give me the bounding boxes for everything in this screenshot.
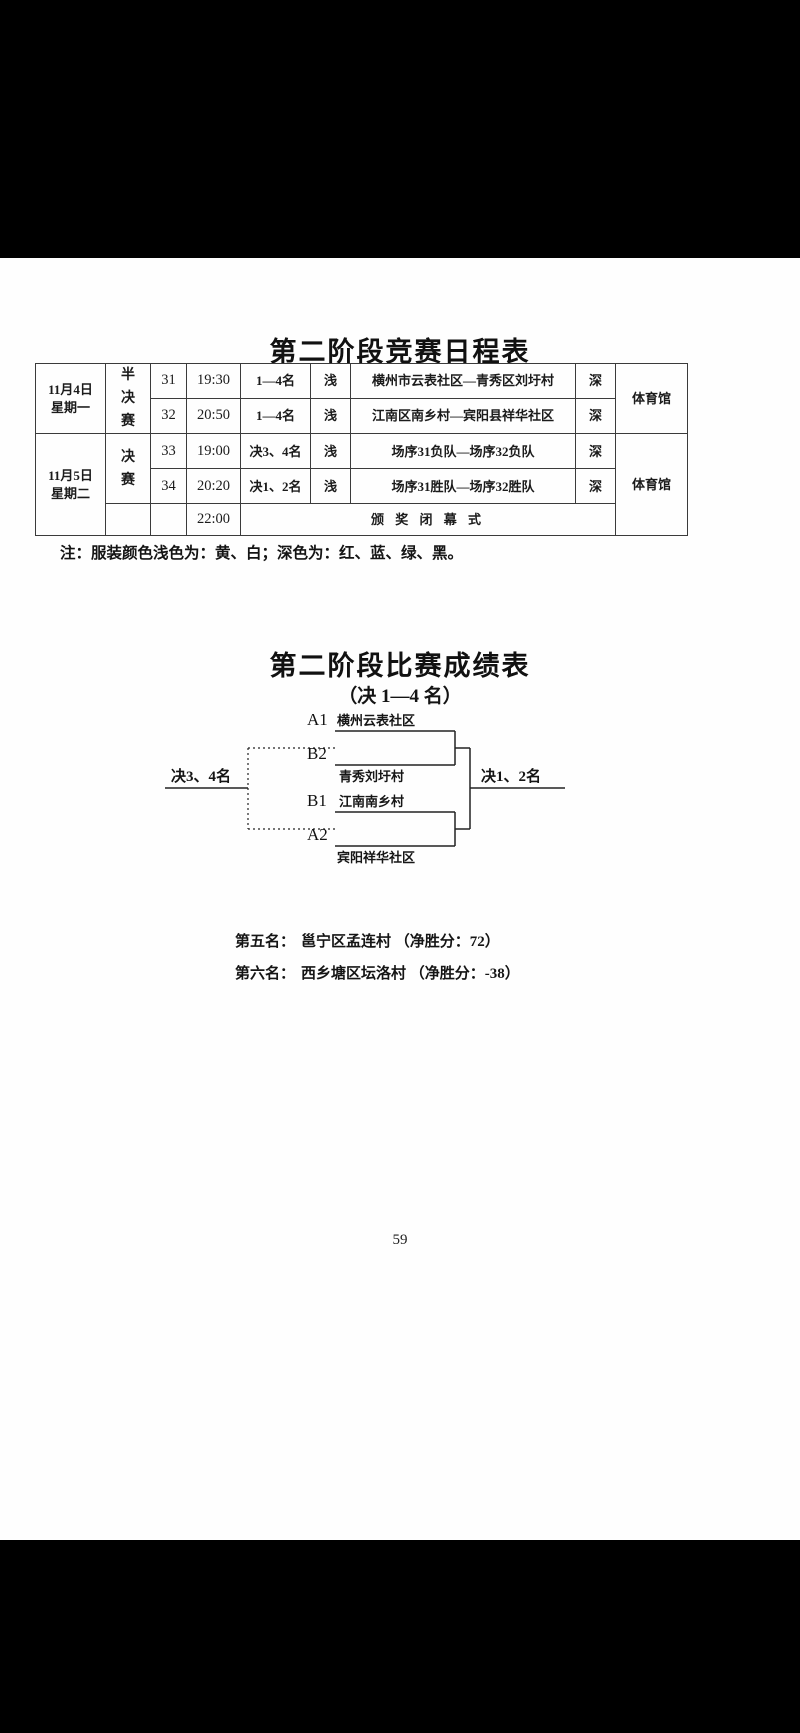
table-row: 32 20:50 1—4名 浅 江南区南乡村—宾阳县祥华社区 深: [36, 398, 688, 435]
closing-time-cell: 22:00: [186, 503, 241, 537]
seed-label-b1: B1: [307, 791, 327, 810]
dark-color-cell: 深: [575, 398, 616, 435]
match-time-cell: 19:00: [186, 433, 241, 470]
light-color-cell: 浅: [310, 433, 351, 470]
schedule-title: 第二阶段竞赛日程表: [269, 337, 531, 367]
light-color-cell: 浅: [310, 468, 351, 505]
date-line2: 星期二: [50, 485, 90, 501]
page-number: 59: [392, 1232, 408, 1248]
match-no-cell: 34: [150, 468, 187, 505]
match-teams-cell: 场序31胜队—场序32胜队: [350, 468, 576, 505]
match-group-cell: 1—4名: [240, 398, 311, 435]
match-time-cell: 20:20: [186, 468, 241, 505]
seed-label-b2: B2: [307, 744, 327, 763]
table-row: 11月4日 星期一 半决赛 31 19:30 1—4名 浅 横州市云表社区—青秀…: [35, 362, 688, 435]
match-no-cell: 32: [150, 398, 187, 435]
schedule-table: 11月4日 星期一 半决赛 31 19:30 1—4名 浅 横州市云表社区—青秀…: [35, 362, 688, 537]
match-teams-cell: 场序31负队—场序32负队: [350, 433, 576, 470]
bracket-team-name: 宾阳祥华社区: [337, 850, 416, 865]
dark-color-cell: 深: [575, 362, 616, 400]
bracket-lines: [165, 730, 565, 847]
third-place-label: 决3、4名: [171, 769, 232, 785]
table-row: 22:00 颁 奖 闭 幕 式: [36, 503, 688, 537]
match-time-cell: 19:30: [186, 362, 241, 400]
stage-label: 决赛: [121, 449, 135, 488]
placement-detail: 西乡塘区坛洛村 （净胜分：-38）: [301, 966, 520, 982]
stage-cell-semifinal: 半决赛: [105, 362, 151, 435]
seed-label-a1: A1: [307, 710, 328, 729]
seed-label-a2: A2: [307, 825, 328, 844]
results-title: 第二阶段比赛成绩表: [269, 651, 531, 681]
placement-rank: 第六名：: [235, 966, 296, 982]
bracket-team-name: 横州云表社区: [337, 713, 416, 728]
match-no-cell: 33: [150, 433, 187, 470]
match-teams-cell: 江南区南乡村—宾阳县祥华社区: [350, 398, 576, 435]
match-group-cell: 1—4名: [240, 362, 311, 400]
venue-cell-day1: 体育馆: [615, 362, 688, 435]
closing-ceremony-cell: 颁 奖 闭 幕 式: [240, 503, 616, 537]
venue-cell-day2: 体育馆: [615, 433, 688, 537]
stage-label: 半决赛: [121, 368, 135, 430]
uniform-color-note: 注：服装颜色浅色为：黄、白；深色为：红、蓝、绿、黑。: [60, 545, 464, 562]
placement-sixth: 第六名： 西乡塘区坛洛村 （净胜分：-38）: [235, 962, 520, 983]
dark-color-cell: 深: [575, 433, 616, 470]
bracket-team-name: 青秀刘圩村: [339, 769, 405, 784]
date-line1: 11月5日: [48, 468, 93, 484]
table-row: 11月5日 星期二 决赛 33 19:00 决3、4名 浅 场序31负队—场序3…: [35, 433, 688, 537]
match-group-cell: 决3、4名: [240, 433, 311, 470]
stage-cell-final: 决赛: [105, 433, 151, 505]
table-row: 34 20:20 决1、2名 浅 场序31胜队—场序32胜队 深: [36, 468, 688, 505]
stage-cell-empty: [105, 503, 151, 537]
date-line2: 星期一: [50, 399, 90, 415]
date-cell-day1: 11月4日 星期一: [35, 362, 106, 435]
final-bracket: A1 横州云表社区 B2 青秀刘圩村 B1 江南南乡村 A2 宾阳祥华社区 决3…: [0, 698, 800, 878]
match-no-cell-empty: [150, 503, 187, 537]
match-time-cell: 20:50: [186, 398, 241, 435]
light-color-cell: 浅: [310, 362, 351, 400]
date-cell-day2: 11月5日 星期二: [35, 433, 106, 537]
final-label: 决1、2名: [481, 769, 542, 785]
placement-fifth: 第五名： 邕宁区孟连村 （净胜分：72）: [235, 930, 500, 951]
light-color-cell: 浅: [310, 398, 351, 435]
match-group-cell: 决1、2名: [240, 468, 311, 505]
dark-color-cell: 深: [575, 468, 616, 505]
match-teams-cell: 横州市云表社区—青秀区刘圩村: [350, 362, 576, 400]
placement-rank: 第五名：: [235, 934, 296, 950]
document-page: 第二阶段竞赛日程表 11月4日 星期一 半决赛 31 19:30 1—4名 浅 …: [0, 258, 800, 1540]
match-no-cell: 31: [150, 362, 187, 400]
results-subtitle: （决 1—4 名）: [338, 686, 462, 707]
bracket-team-name: 江南南乡村: [339, 794, 405, 809]
placement-detail: 邕宁区孟连村 （净胜分：72）: [301, 934, 500, 950]
date-line1: 11月4日: [48, 382, 93, 398]
